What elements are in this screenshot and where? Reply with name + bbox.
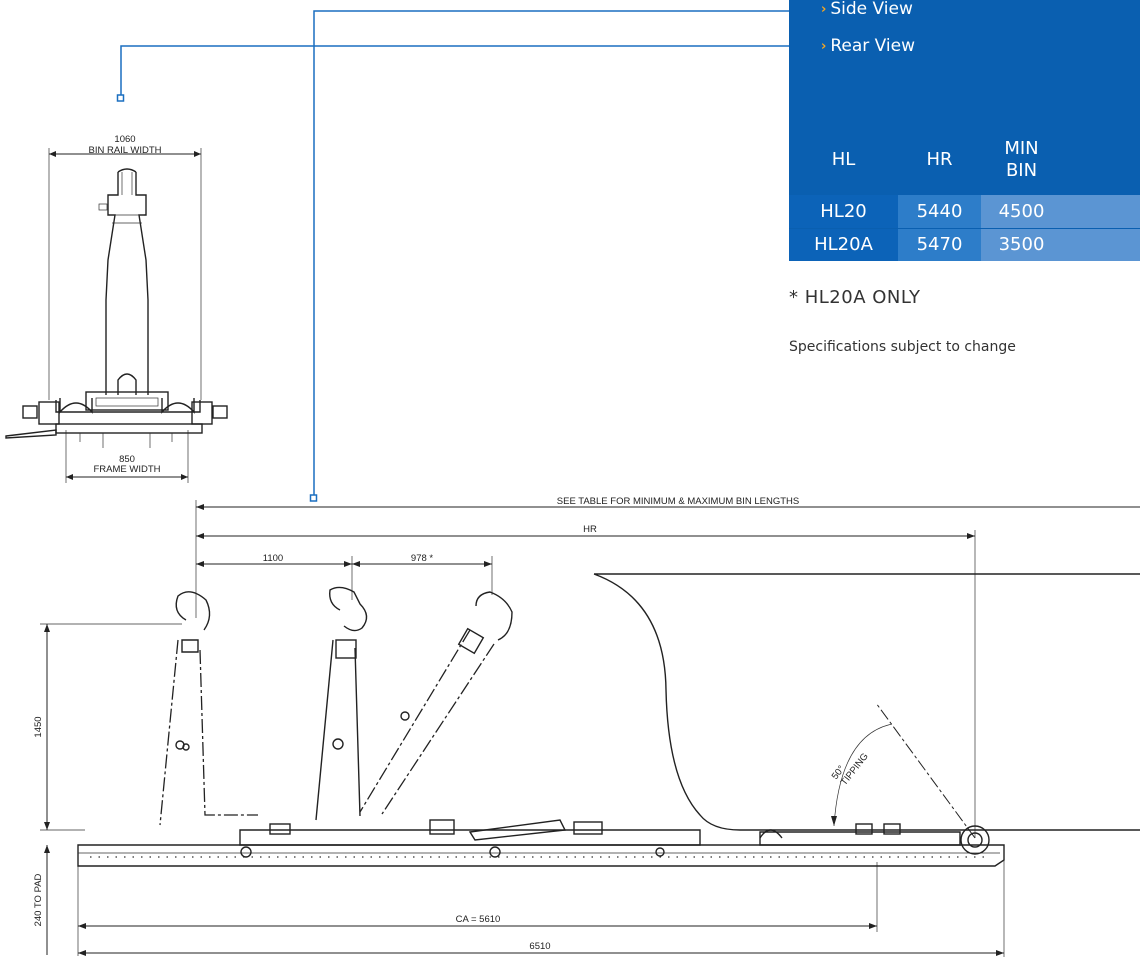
bin-length-label: SEE TABLE FOR MINIMUM & MAXIMUM BIN LENG… [557,496,799,507]
table-row: HL20A 5470 3500 [789,228,1140,261]
header-col4 [1062,125,1140,195]
rear-view-label: Rear View [830,36,916,56]
cell-hr: 5470 [898,228,981,261]
side-view-link[interactable]: ›Side View [821,0,913,21]
cell-hl: HL20 [789,195,898,229]
rear-top-dim-label: BIN RAIL WIDTH [88,145,161,156]
cell-min-bin: 3500 [981,228,1062,261]
header-hl: HL [831,149,856,170]
dim-978: 978 * [411,553,433,564]
header-hr: HR [926,149,953,170]
spec-table: HL HR MIN BIN HL20 5440 4500 HL20A 5470 … [789,125,1140,261]
dim-1100: 1100 [263,553,283,564]
side-view-label: Side View [830,0,913,19]
rear-top-dim-value: 1060 [114,134,135,145]
disclaimer: Specifications subject to change [789,339,1016,355]
cell-col4 [1062,195,1140,229]
rear-bottom-dim-label: FRAME WIDTH [93,464,160,475]
hr-dim-label: HR [583,524,597,535]
footnote: * HL20A ONLY [789,287,921,308]
chevron-right-icon: › [821,2,827,17]
spec-table-header: HL HR MIN BIN [789,125,1140,195]
rear-view-drawing: 1060 BIN RAIL WIDTH 850 FRAME WIDTH [5,134,228,483]
table-row: HL20 5440 4500 [789,195,1140,229]
ca-dim-label: CA = 5610 [456,914,501,925]
dim-1450: 1450 [33,716,44,737]
leader-line-rear-view [116,45,789,102]
leader-line-side-view [309,10,789,502]
cell-col4 [1062,228,1140,261]
cell-hl: HL20A [789,228,898,261]
dim-pad: 240 TO PAD [33,873,44,926]
rear-bottom-dim-value: 850 [119,454,135,465]
view-nav-panel: ›Side View ›Rear View [789,0,1140,125]
chevron-right-icon: › [821,39,827,54]
side-view-drawing: SEE TABLE FOR MINIMUM & MAXIMUM BIN LENG… [33,496,1140,957]
header-min-bin: MIN BIN [1004,138,1039,181]
cell-hr: 5440 [898,195,981,229]
cell-min-bin: 4500 [981,195,1062,229]
rear-view-link[interactable]: ›Rear View [821,36,915,58]
overall-length-label: 6510 [529,941,550,952]
